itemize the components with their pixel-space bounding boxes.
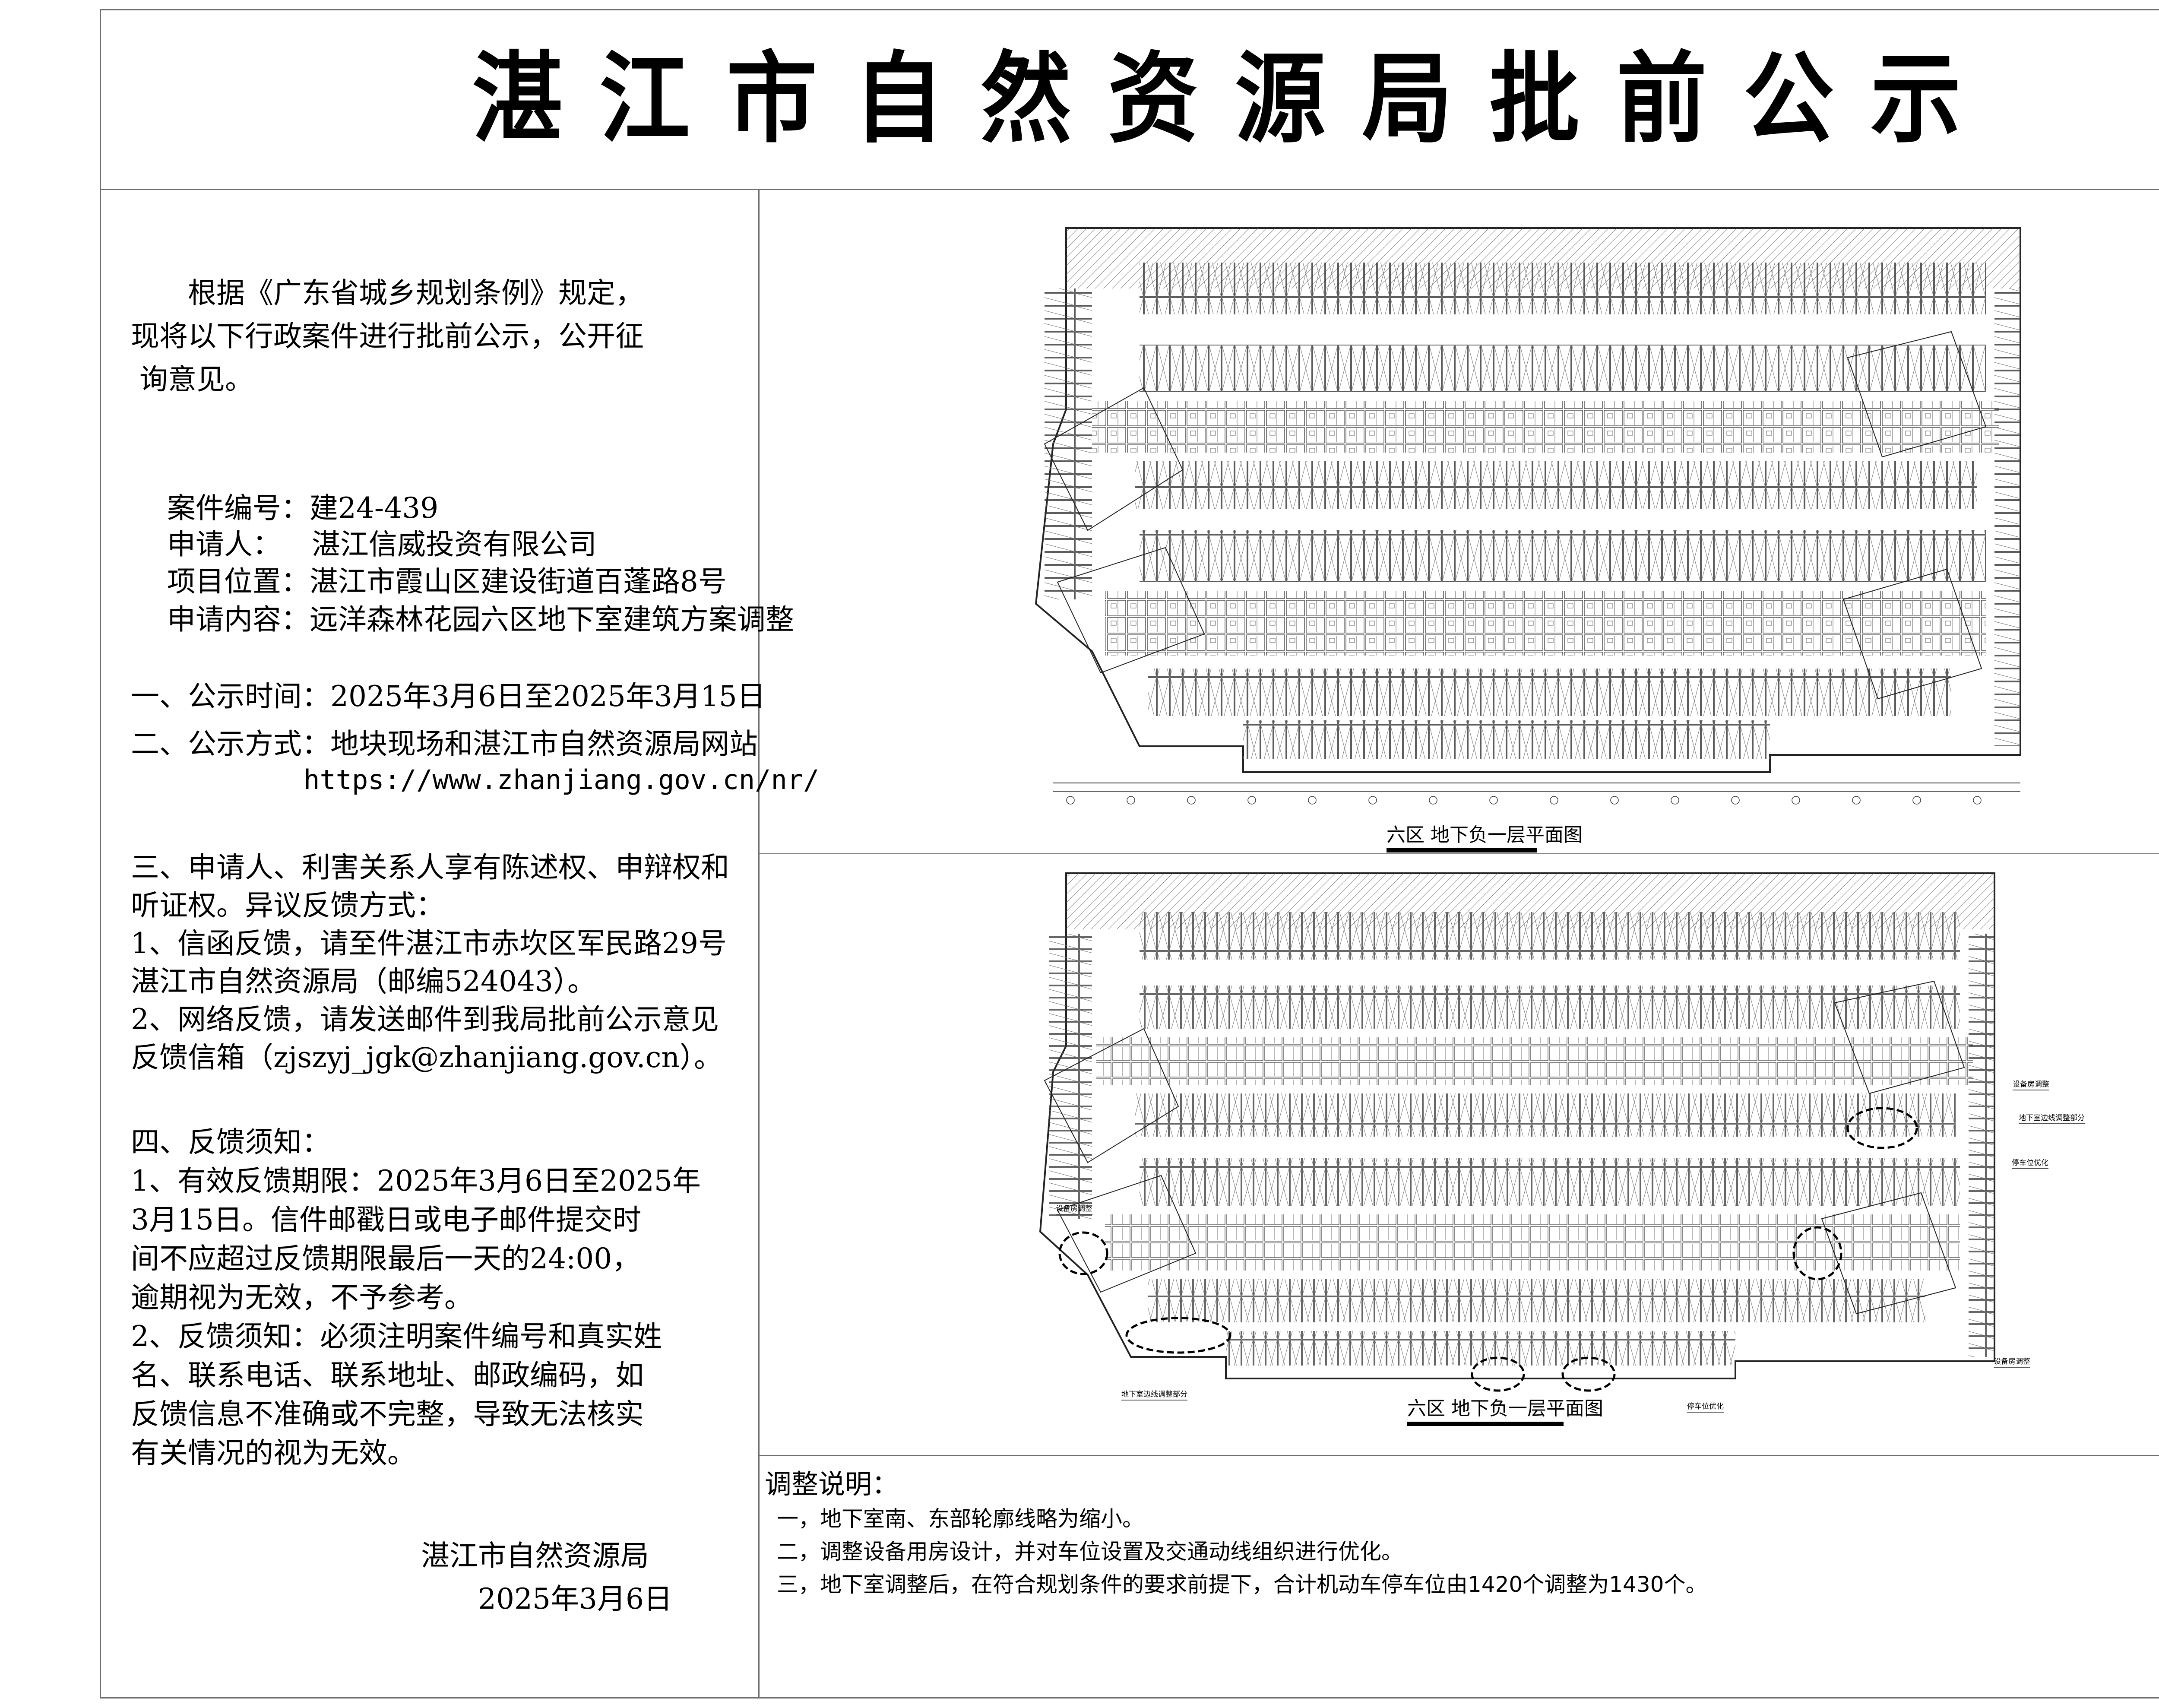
intro-line-2: 现将以下行政案件进行批前公示，公开征	[131, 320, 644, 353]
notice-text-column: 根据《广东省城乡规划条例》规定， 现将以下行政案件进行批前公示，公开征 询意见。…	[100, 190, 819, 1698]
adjustment-item-2: 二，调整设备用房设计，并对车位设置及交通动线组织进行优化。	[777, 1539, 1403, 1564]
section4-line-2: 1、有效反馈期限：2025年3月6日至2025年	[131, 1164, 701, 1198]
floor-plan-drawing-upper	[1035, 227, 2021, 805]
section4-line-5: 逾期视为无效，不予参考。	[131, 1281, 473, 1314]
location-row: 项目位置：湛江市霞山区建设街道百蓬路8号	[131, 539, 727, 624]
content-label: 申请内容：	[167, 603, 310, 636]
annotation-boundary-east: 地下室边线调整部分	[2019, 1112, 2085, 1124]
case-number: 建24-439	[309, 491, 439, 525]
section4-line-1: 四、反馈须知：	[131, 1125, 330, 1159]
section4-line-7: 名、联系电话、联系地址、邮政编码，如	[131, 1359, 644, 1392]
adjustment-item-3: 三，地下室调整后，在符合规划条件的要求前提下，合计机动车停车位由1420个调整为…	[777, 1572, 1707, 1597]
section-publicity-time: 一、公示时间：2025年3月6日至2025年3月15日	[131, 680, 766, 713]
section4-line-4: 间不应超过反馈期限最后一天的24:00，	[131, 1242, 641, 1275]
notice-frame	[100, 9, 2159, 1698]
annotation-parking-south: 停车位优化	[1687, 1400, 1724, 1413]
section3-line-3: 1、信函反馈，请至件湛江市赤坎区军民路29号	[131, 927, 727, 960]
adjustment-notes: 调整说明： 一，地下室南、东部轮廓线略为缩小。 二，调整设备用房设计，并对车位设…	[760, 1456, 2159, 1698]
content: 远洋森林花园六区地下室建筑方案调整	[309, 603, 794, 636]
signature-date: 2025年3月6日	[478, 1582, 672, 1616]
section4-line-3: 3月15日。信件邮戳日或电子邮件提交时	[131, 1203, 641, 1236]
lower-caption-underline	[1407, 1422, 1564, 1426]
location: 湛江市霞山区建设街道百蓬路8号	[309, 565, 727, 598]
annotation-equipment-room-west: 设备房调整	[1056, 1202, 1092, 1215]
annotation-parking-east: 停车位优化	[2012, 1157, 2048, 1169]
upper-caption-underline	[1387, 848, 1537, 852]
applicant-row: 申请人： 湛江信威投资有限公司	[131, 502, 597, 587]
case-number-row: 案件编号：建24-439	[131, 466, 438, 551]
case-number-label: 案件编号：	[167, 491, 310, 525]
section3-line-5: 2、网络反馈，请发送邮件到我局批前公示意见	[131, 1003, 719, 1036]
annotation-equipment-room-east: 设备房调整	[2013, 1078, 2049, 1090]
drawings-column: 六区 地下负一层平面图	[760, 190, 2159, 1698]
applicant-label: 申请人：	[167, 528, 281, 561]
section3-line-2: 听证权。异议反馈方式：	[131, 889, 444, 922]
lower-plan-caption: 六区 地下负一层平面图	[1407, 1397, 1603, 1420]
annotation-equipment-room-southeast: 设备房调整	[1994, 1355, 2030, 1368]
intro-line-3: 询意见。	[139, 363, 253, 396]
adjustment-heading: 调整说明：	[765, 1468, 899, 1500]
website-link[interactable]: https://www.zhanjiang.gov.cn/nr/	[304, 764, 820, 795]
content-row: 申请内容：远洋森林花园六区地下室建筑方案调整	[131, 577, 794, 662]
section3-line-1: 三、申请人、利害关系人享有陈述权、申辩权和	[131, 851, 729, 884]
title-row: 湛江市自然资源局批前公示	[100, 9, 2159, 190]
section3-line-4: 湛江市自然资源局（邮编524043）。	[131, 965, 596, 998]
floor-plan-drawing-lower	[1039, 872, 1995, 1392]
upper-floor-plan: 六区 地下负一层平面图	[760, 190, 2159, 854]
signature-org: 湛江市自然资源局	[421, 1539, 649, 1572]
adjustment-item-1: 一，地下室南、东部轮廓线略为缩小。	[777, 1506, 1144, 1531]
annotation-boundary-south: 地下室边线调整部分	[1121, 1388, 1187, 1401]
section4-line-6: 2、反馈须知：必须注明案件编号和真实姓	[131, 1320, 662, 1353]
upper-plan-caption: 六区 地下负一层平面图	[1387, 824, 1583, 846]
section4-line-9: 有关情况的视为无效。	[131, 1436, 416, 1470]
intro-line-1: 根据《广东省城乡规划条例》规定，	[188, 276, 644, 310]
lower-floor-plan: 设备房调整 地下室边线调整部分 停车位优化 设备房调整 设备房调整 地下室边线调…	[760, 854, 2159, 1456]
location-label: 项目位置：	[167, 565, 310, 598]
section-publicity-method: 二、公示方式：地块现场和湛江市自然资源局网站	[131, 727, 758, 761]
page-title: 湛江市自然资源局批前公示	[472, 41, 1998, 156]
applicant: 湛江信威投资有限公司	[311, 528, 597, 561]
section4-line-8: 反馈信息不准确或不完整，导致无法核实	[131, 1397, 644, 1431]
feedback-email: 反馈信箱（zjszyj_jgk@zhanjiang.gov.cn）。	[131, 1041, 723, 1074]
